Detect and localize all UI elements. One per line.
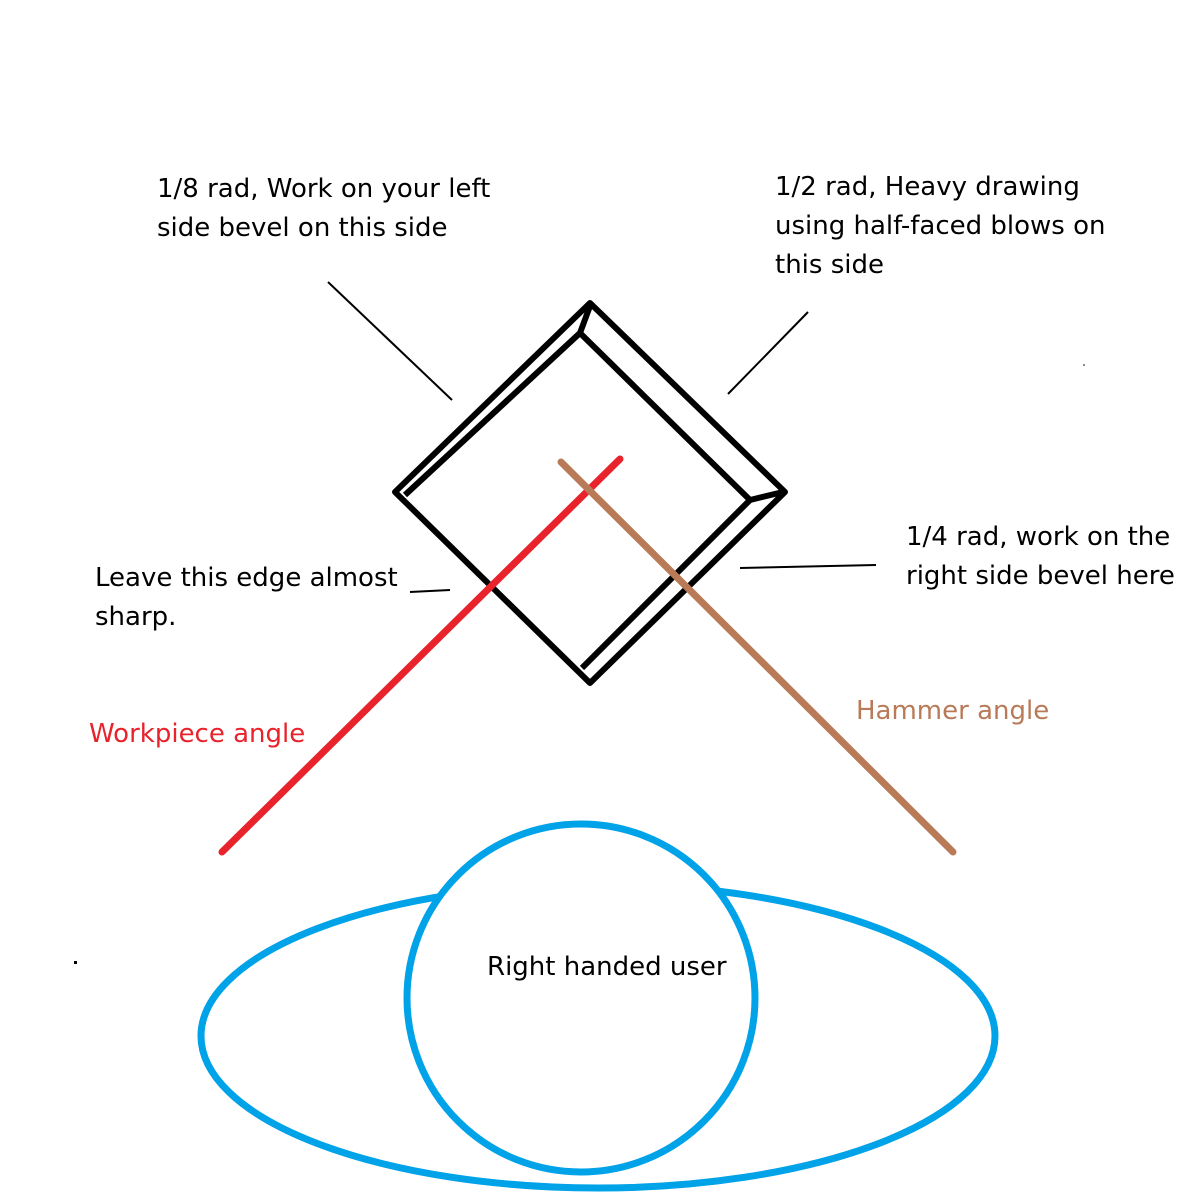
right-bevel-label-line: right side bevel here [906, 561, 1175, 591]
heavy-drawing-label-line: this side [775, 250, 884, 280]
workpiece-cross-section [392, 300, 788, 686]
workpiece-angle-line [218, 455, 624, 856]
heavy-drawing-label: 1/2 rad, Heavy drawing using half-faced … [775, 168, 1105, 285]
right-bevel-label: 1/4 rad, work on the right side bevel he… [906, 518, 1175, 596]
left-bevel-label: 1/8 rad, Work on your left side bevel on… [157, 170, 490, 248]
user-label: Right handed user [487, 952, 727, 982]
hammer-angle-label: Hammer angle [856, 696, 1050, 726]
user-figure [197, 820, 999, 1192]
workpiece-outer-outline [392, 300, 788, 686]
leader-line-heavy-drawing [727, 311, 809, 395]
hammer-angle-line [557, 458, 957, 856]
right-bevel-label-line: 1/4 rad, work on the [906, 522, 1171, 552]
sharp-edge-label-line: sharp. [95, 602, 177, 632]
left-bevel-label-line: 1/8 rad, Work on your left [157, 174, 491, 204]
leader-lines [327, 281, 877, 593]
top-bevel-edge [577, 304, 593, 335]
heavy-drawing-label-line: using half-faced blows on [775, 211, 1106, 241]
workpiece-angle-label: Workpiece angle [89, 719, 306, 749]
stray-dot [74, 961, 77, 964]
workpiece-inner-outline [402, 330, 753, 671]
leader-line-left-bevel [327, 281, 453, 401]
heavy-drawing-label-line: 1/2 rad, Heavy drawing [775, 172, 1080, 202]
sharp-edge-label-line: Leave this edge almost [95, 563, 398, 593]
leader-line-sharp-edge [409, 589, 451, 593]
right-bevel-edge [749, 489, 784, 503]
leader-line-right-bevel [739, 564, 877, 569]
left-bevel-label-line: side bevel on this side [157, 213, 448, 243]
stray-dot [1083, 364, 1085, 366]
sharp-edge-label: Leave this edge almost sharp. [95, 559, 398, 637]
user-head [403, 820, 759, 1176]
